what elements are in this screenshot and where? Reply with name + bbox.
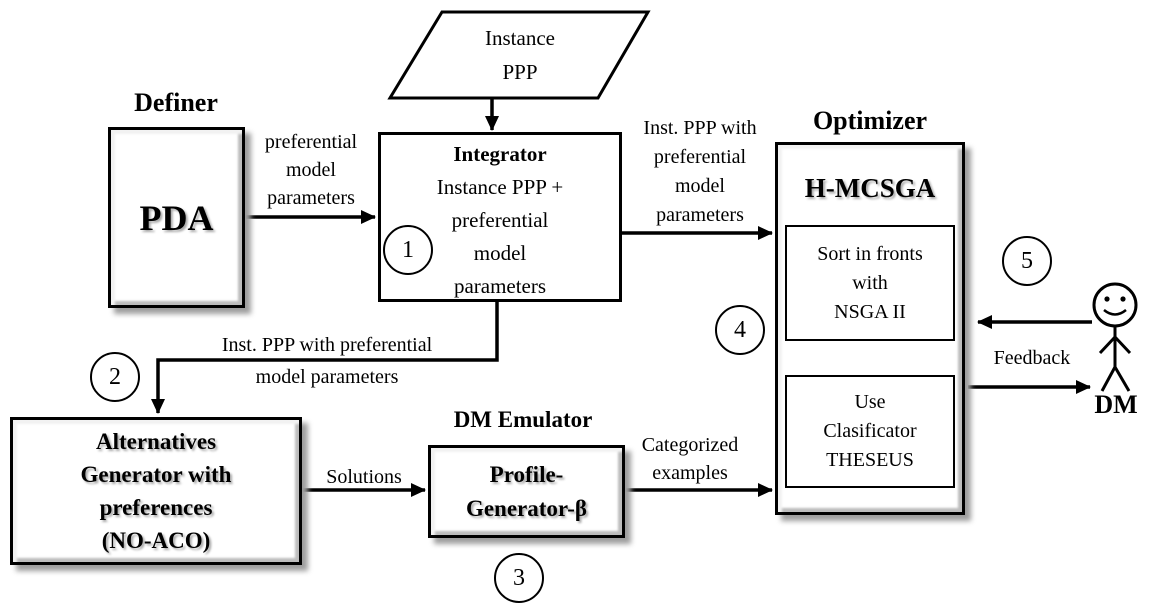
pda-label: PDA <box>139 197 214 238</box>
definer-section-label: Definer <box>134 88 218 117</box>
alternatives-line: Generator with <box>80 462 232 487</box>
theseus-classifier-box: Use Clasificator THESEUS <box>785 375 955 488</box>
integrator-body-line: model <box>473 241 527 265</box>
theseus-line: Use <box>854 391 886 413</box>
theseus-line: THESEUS <box>826 449 914 471</box>
step-circle-5: 5 <box>1002 236 1052 286</box>
edge-label-feedback: Feedback <box>993 347 1071 369</box>
profile-generator-line: Profile- <box>489 461 564 487</box>
instance-ppp-label: Instance PPP <box>440 21 600 89</box>
edge-line: model parameters <box>255 366 399 388</box>
integrator-title: Integrator <box>453 142 547 166</box>
profile-generator-box: Profile- Generator-β <box>428 445 625 538</box>
dm-label: DM <box>1094 390 1138 419</box>
edge-label-integrator-optimizer: Inst. PPP with preferential model parame… <box>625 114 775 230</box>
edge-line: Categorized <box>641 434 739 456</box>
nsga-sort-box: Sort in fronts with NSGA II <box>785 225 955 341</box>
optimizer-section-label: Optimizer <box>812 106 928 135</box>
edge-line: model <box>286 159 336 181</box>
pda-box: PDA <box>108 127 245 308</box>
nsga-sort-line: with <box>852 271 888 294</box>
alternatives-line: preferences <box>99 495 213 520</box>
step-circle-3: 3 <box>494 553 544 603</box>
edge-label-integrator-alternatives: Inst. PPP with preferential model parame… <box>177 329 477 393</box>
instance-ppp-parallelogram <box>387 10 651 100</box>
edge-line: parameters <box>656 204 744 226</box>
edge-line: Inst. PPP with <box>643 117 757 139</box>
nsga-sort-line: Sort in fronts <box>817 242 923 265</box>
instance-ppp-line2: PPP <box>502 60 538 84</box>
nsga-sort-line: NSGA II <box>834 300 906 323</box>
step-circle-2: 2 <box>90 352 140 402</box>
edge-label-solutions: Solutions <box>326 466 402 488</box>
theseus-line: Clasificator <box>823 420 917 442</box>
step-circle-1: 1 <box>383 225 433 275</box>
edge-line: Inst. PPP with preferential <box>221 334 433 356</box>
edge-line: model <box>675 175 725 197</box>
integrator-body-line: parameters <box>453 274 547 298</box>
edge-line: preferential <box>653 146 747 168</box>
alternatives-line: (NO-ACO) <box>101 528 211 553</box>
integrator-box: Integrator Instance PPP + preferential m… <box>378 132 622 302</box>
instance-ppp-line1: Instance <box>485 26 555 50</box>
step-circle-4: 4 <box>715 305 765 355</box>
edge-line: examples <box>652 462 728 484</box>
profile-generator-line: Generator-β <box>465 495 588 521</box>
edge-line: preferential <box>264 131 358 153</box>
alternatives-line: Alternatives <box>95 429 217 454</box>
alternatives-generator-box: Alternatives Generator with preferences … <box>10 417 302 565</box>
integrator-body-line: preferential <box>451 208 549 232</box>
arrow-integrator-to-alternatives <box>151 300 499 414</box>
dm-person-icon <box>1092 282 1138 392</box>
edge-label-pda-integrator: preferential model parameters <box>246 128 376 212</box>
edge-label-categorized: Categorized examples <box>620 431 760 487</box>
hmcsga-title: H-MCSGA <box>804 173 936 203</box>
integrator-body-line: Instance PPP + <box>436 175 564 199</box>
dm-emulator-section-label: DM Emulator <box>453 407 593 432</box>
edge-line: parameters <box>267 187 355 209</box>
